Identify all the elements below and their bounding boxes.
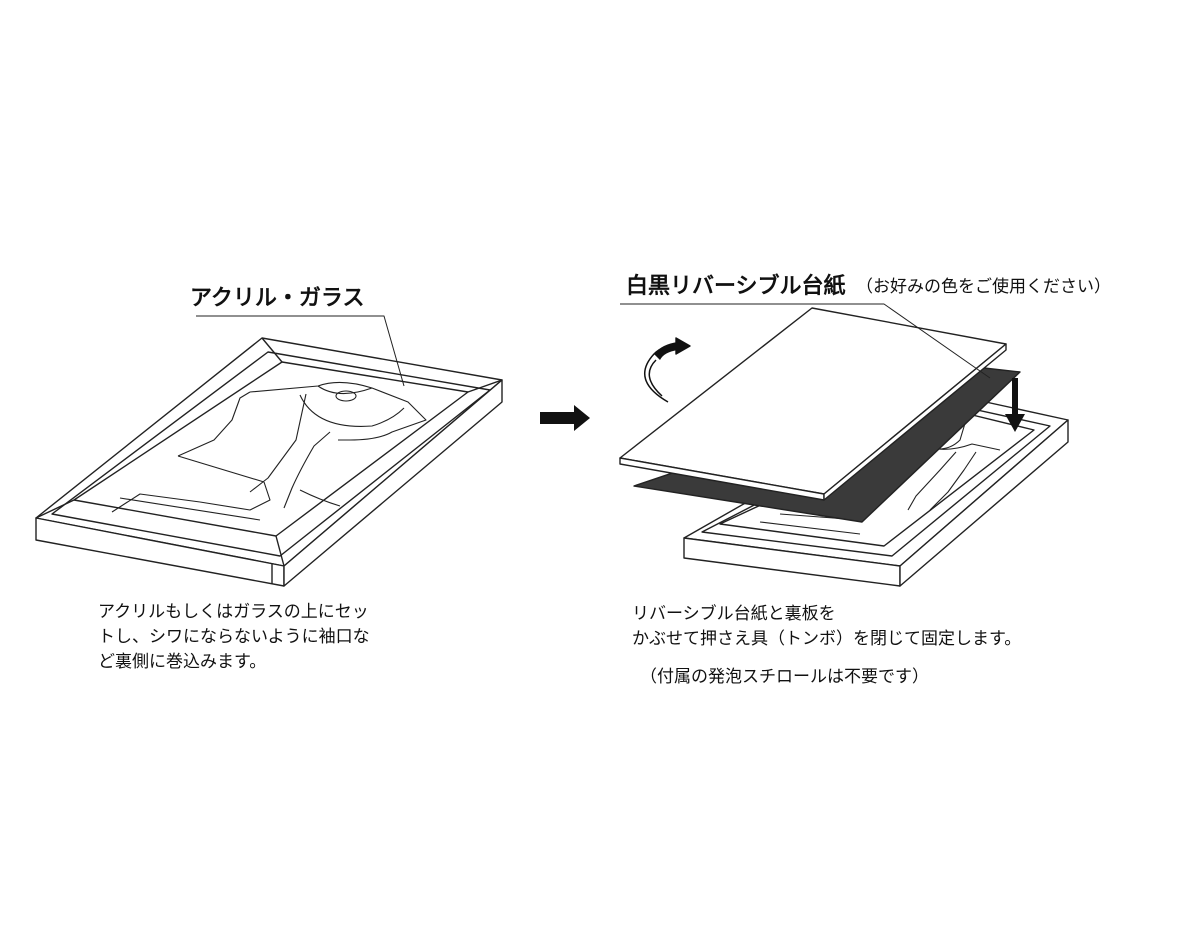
right-caption-line: リバーシブル台紙と裏板を [632, 604, 836, 624]
board-label: 白黒リバーシブル台紙 [626, 274, 846, 299]
left-caption-line: トし、シワにならないように袖口な [98, 627, 370, 647]
right-arrow-icon [540, 405, 590, 431]
reversible-board-white [619, 307, 1007, 501]
left-caption-line: ど裏側に巻込みます。 [98, 652, 267, 672]
left-caption: アクリルもしくはガラスの上にセッ トし、シワにならないように袖口な ど裏側に巻込… [98, 600, 370, 675]
material-label: アクリル・ガラス [190, 286, 365, 311]
down-arrow-icon [1005, 378, 1025, 432]
left-shirt-illustration [111, 381, 427, 521]
left-caption-line: アクリルもしくはガラスの上にセッ [98, 602, 369, 622]
right-caption-line: かぶせて押さえ具（トンボ）を閉じて固定します。 [632, 629, 1022, 649]
flip-arrow-icon [644, 337, 691, 403]
board-note: （お好みの色をご使用ください） [856, 277, 1111, 297]
right-footnote: （付属の発泡スチロールは不要です） [640, 667, 929, 687]
left-frame-illustration [35, 315, 503, 587]
right-caption: リバーシブル台紙と裏板を かぶせて押さえ具（トンボ）を閉じて固定します。 [632, 602, 1021, 652]
